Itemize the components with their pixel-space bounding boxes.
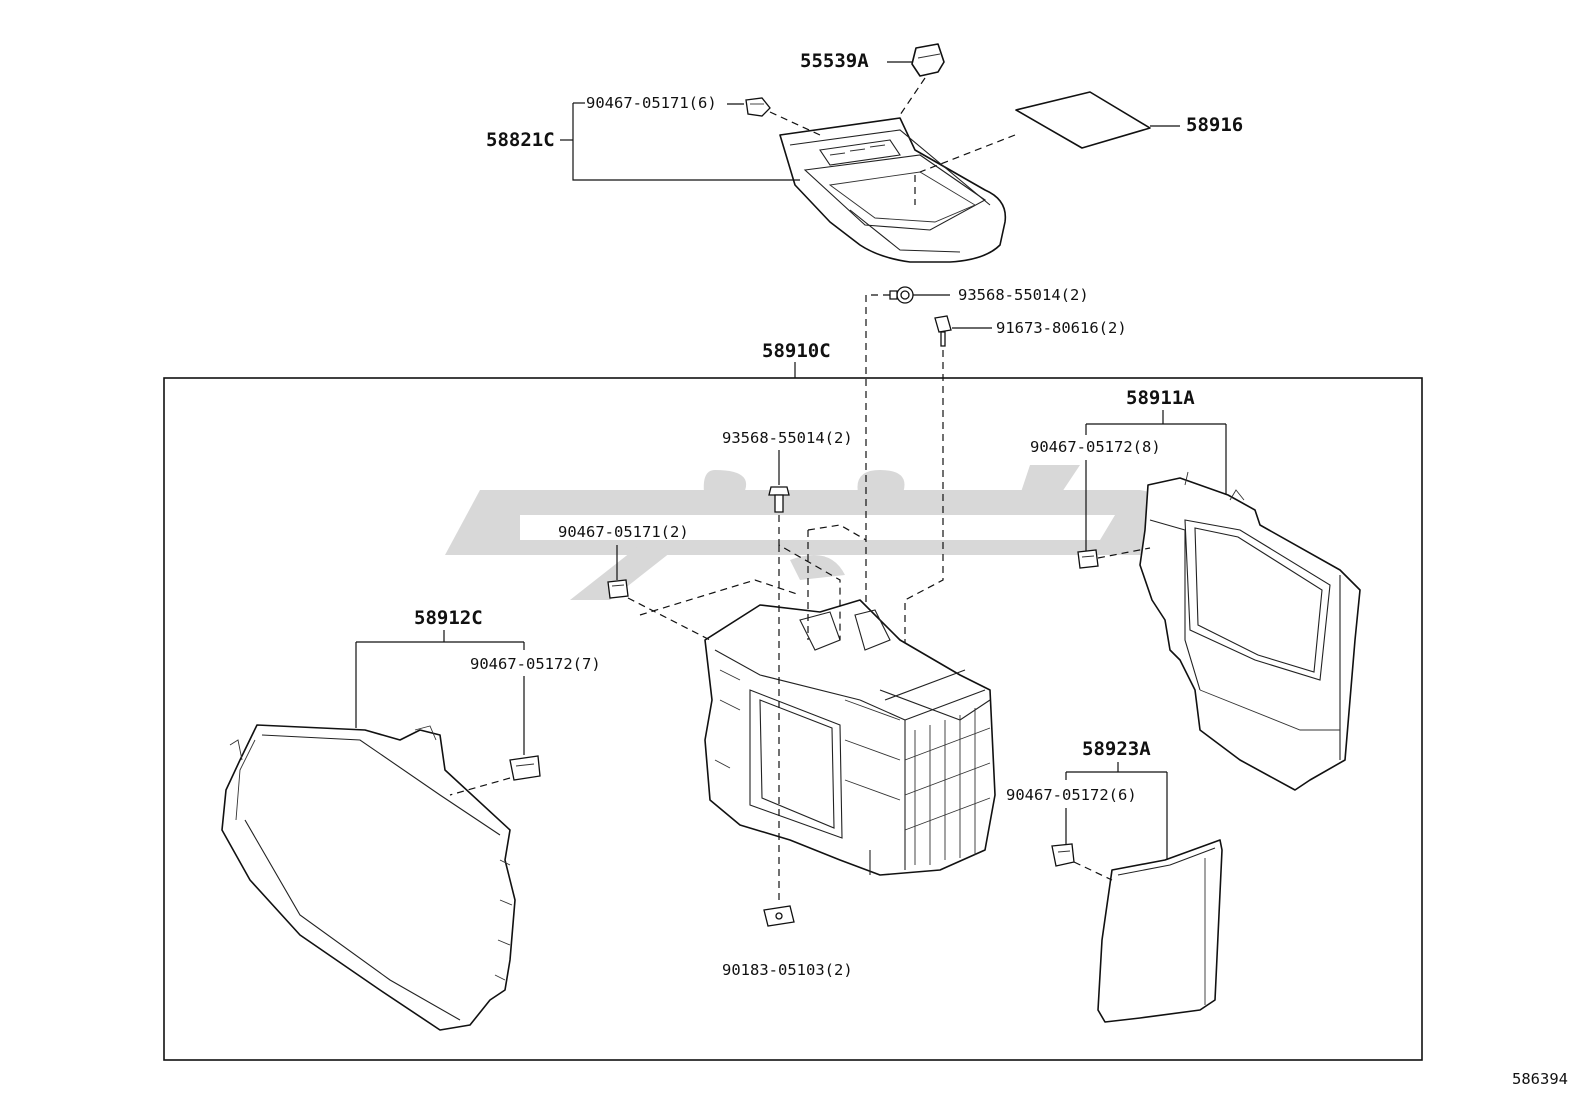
dash-91673 xyxy=(904,350,944,870)
dash-58916 xyxy=(919,134,1016,173)
dash-90467-05171-2-b xyxy=(639,579,801,616)
dash-55539A xyxy=(899,77,926,116)
main-box-frame xyxy=(704,599,996,876)
dash-90467-05172-6 xyxy=(1073,861,1113,881)
dash-93568-top xyxy=(865,294,890,610)
clip-90467-05172-6 xyxy=(1051,843,1075,867)
dash-90467-05172-8 xyxy=(1097,547,1151,559)
bracket-58911A xyxy=(1085,410,1227,495)
label-58911A: 58911A xyxy=(1126,387,1195,409)
label-58916: 58916 xyxy=(1186,114,1243,136)
tray-58821C xyxy=(779,117,1007,263)
label-90467-05172-8: 90467-05172(8) xyxy=(1030,438,1161,456)
switch-55539A xyxy=(911,43,945,77)
diagram-id-label: 586394 xyxy=(1512,1070,1568,1088)
label-90467-05172-7: 90467-05172(7) xyxy=(470,655,601,673)
label-90183-05103: 90183-05103(2) xyxy=(722,961,853,979)
label-91673-80616: 91673-80616(2) xyxy=(996,319,1127,337)
label-58821C: 58821C xyxy=(486,129,555,151)
clip-90467-05171-6 xyxy=(745,97,771,117)
bolt-91673-80616 xyxy=(934,315,952,347)
watermark-logo xyxy=(445,465,1165,600)
label-55539A: 55539A xyxy=(800,50,869,72)
label-90467-05172-6: 90467-05172(6) xyxy=(1006,786,1137,804)
label-93568-55014-top: 93568-55014(2) xyxy=(958,286,1089,304)
dash-90467-05172-7 xyxy=(449,777,511,796)
dash-93568-inner xyxy=(778,515,841,640)
screw-93568-55014-inner xyxy=(768,486,790,513)
label-90467-05171-6: 90467-05171(6) xyxy=(586,94,717,112)
dash-inner-2 xyxy=(807,524,867,541)
dash-clip-top xyxy=(769,111,821,136)
clip-90467-05172-8 xyxy=(1077,549,1099,569)
clip-90467-05171-2 xyxy=(607,579,629,599)
label-58912C: 58912C xyxy=(414,607,483,629)
label-58923A: 58923A xyxy=(1082,738,1151,760)
nut-90183-05103 xyxy=(763,905,795,927)
panel-58911A xyxy=(1139,471,1361,791)
screw-93568-55014-top xyxy=(889,286,914,304)
label-93568-55014-inner: 93568-55014(2) xyxy=(722,429,853,447)
dash-90467-05171-2 xyxy=(627,597,711,641)
bracket-58821C xyxy=(572,103,800,181)
bracket-58923A xyxy=(1065,762,1168,860)
mat-58916 xyxy=(1015,91,1151,149)
label-90467-05171-2: 90467-05171(2) xyxy=(558,523,689,541)
clip-90467-05172-7 xyxy=(509,755,541,781)
panel-58912C xyxy=(221,724,516,1031)
assembly-frame xyxy=(163,377,1423,1061)
assembly-label: 58910C xyxy=(762,340,831,362)
bracket-58912C xyxy=(355,630,525,728)
panel-58923A xyxy=(1097,839,1223,1023)
